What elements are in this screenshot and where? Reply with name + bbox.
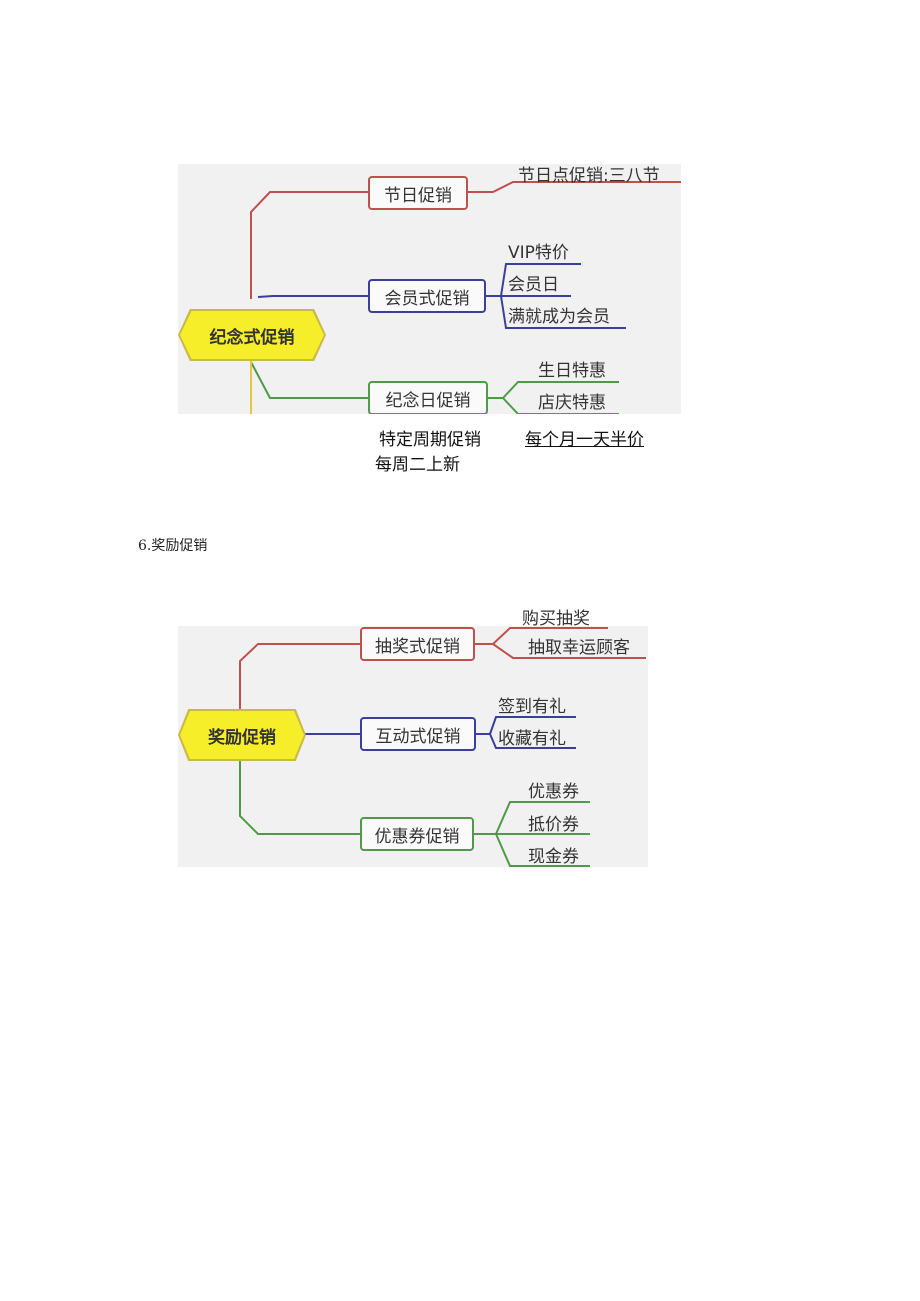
caption-tuesday-new: 每周二上新	[375, 455, 460, 475]
leaf-sign-in-gift: 签到有礼	[498, 697, 566, 717]
leaf-cash-coupon: 现金券	[528, 847, 579, 867]
center-node: 奖励促销	[180, 711, 304, 759]
branch-node-interactive: 互动式促销	[360, 717, 476, 751]
leaf-become-member: 满就成为会员	[508, 307, 610, 327]
mindmap-2-connectors	[239, 627, 646, 867]
branch-node-coupon: 优惠券促销	[360, 817, 474, 851]
caption-periodic-promo: 特定周期促销	[379, 430, 481, 450]
leaf-purchase-lottery: 购买抽奖	[522, 609, 590, 629]
leaf-member-day: 会员日	[508, 275, 559, 295]
branch-node-anniversary: 纪念日促销	[368, 381, 488, 414]
leaf-birthday-offer: 生日特惠	[538, 361, 606, 381]
branch-node-lottery: 抽奖式促销	[360, 627, 475, 661]
leaf-lucky-customer: 抽取幸运顾客	[528, 638, 630, 658]
branch-node-member: 会员式促销	[368, 279, 486, 313]
section-title-6: 6.奖励促销	[138, 538, 208, 554]
leaf-festival-point: 节日点促销:三八节	[518, 166, 660, 186]
center-node: 纪念式促销	[180, 311, 324, 359]
mindmap-figure-1: 纪念式促销 节日促销 会员式促销 纪念日促销 节日点促销:三八节 VIP特价 会…	[178, 164, 681, 414]
branch-node-festival: 节日促销	[368, 176, 468, 210]
leaf-deduction-coupon: 抵价券	[528, 815, 579, 835]
caption-monthly-half-price: 每个月一天半价	[525, 430, 644, 450]
leaf-vip-price: VIP特价	[508, 243, 569, 263]
mindmap-figure-2: 奖励促销 抽奖式促销 互动式促销 优惠券促销 抽取幸运顾客 签到有礼 收藏有礼 …	[178, 626, 648, 867]
leaf-favorite-gift: 收藏有礼	[498, 729, 566, 749]
leaf-discount-coupon: 优惠券	[528, 782, 579, 802]
leaf-anniversary-offer: 店庆特惠	[538, 393, 606, 413]
